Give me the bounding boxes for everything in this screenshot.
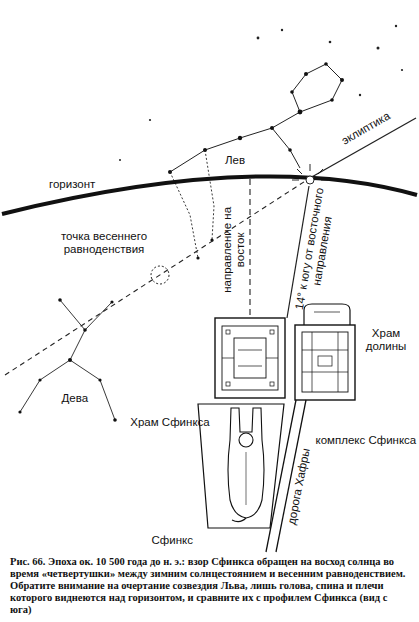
diagram-label: комплекс Сфинкса xyxy=(316,434,417,447)
diagram-label: точка весеннего равноденствия xyxy=(54,230,154,256)
leo-constellation xyxy=(170,64,342,172)
valley-temple xyxy=(295,304,355,400)
diagram-label: Лев xyxy=(225,154,245,167)
diagram-label: горизонт xyxy=(49,178,95,191)
horizon-line xyxy=(2,176,417,214)
diagram-label: Сфинкс xyxy=(152,534,193,547)
diagram-label: эклиптика xyxy=(339,109,392,147)
diagram-label: дорога Хафры xyxy=(285,447,312,526)
diagram-label: Храм Сфинкса xyxy=(129,416,211,429)
equinox-point xyxy=(151,266,169,284)
star-field xyxy=(119,25,403,161)
diagram-label: 14° к югу от восточного направления xyxy=(292,183,339,317)
diagram-label: Храм долины xyxy=(356,327,416,353)
ecliptic-line xyxy=(5,178,310,375)
sphinx-enclosure xyxy=(198,404,284,528)
sphinx-figure xyxy=(228,408,264,522)
diagram-label: направление на восток xyxy=(221,194,247,306)
sphinx-temple xyxy=(215,318,285,398)
diagram-label: Дева xyxy=(62,392,89,405)
east-direction xyxy=(249,179,250,318)
figure-caption: Рис. 66. Эпоха ок. 10 500 года до н. э.:… xyxy=(10,556,410,616)
virgo-constellation xyxy=(20,300,115,420)
rising-sun xyxy=(292,164,328,184)
